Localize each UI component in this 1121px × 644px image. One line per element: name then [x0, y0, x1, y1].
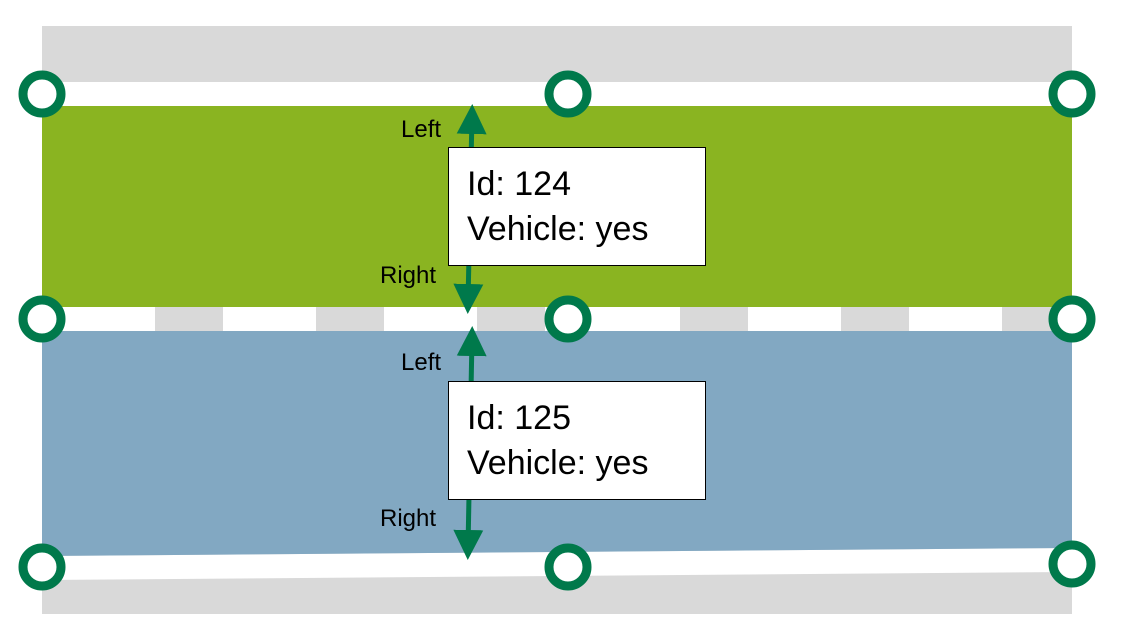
lane-125-info-box[interactable]: Id: 125 Vehicle: yes — [448, 381, 706, 500]
lane-125-id: Id: 125 — [467, 399, 571, 437]
center-dashes — [155, 307, 1072, 331]
nodes — [18, 70, 1096, 591]
ring-node-icon[interactable] — [18, 295, 66, 343]
lane-125-vehicle: Vehicle: yes — [467, 444, 649, 482]
ring-node-icon[interactable] — [18, 70, 66, 118]
ring-node-icon[interactable] — [544, 70, 592, 118]
lane-125-right-label: Right — [380, 505, 437, 532]
lane-124-id: Id: 124 — [467, 165, 571, 203]
dash — [841, 307, 909, 331]
ring-node-icon[interactable] — [1048, 295, 1096, 343]
lane-124-info-box[interactable]: Id: 124 Vehicle: yes — [448, 147, 706, 266]
ring-node-icon[interactable] — [544, 543, 592, 591]
lane-125-left-label: Left — [401, 349, 442, 376]
lane-124-left-label: Left — [401, 116, 442, 143]
ring-node-icon[interactable] — [1048, 540, 1096, 588]
dash — [680, 307, 748, 331]
ring-node-icon[interactable] — [18, 543, 66, 591]
dash — [155, 307, 223, 331]
ring-node-icon[interactable] — [1048, 70, 1096, 118]
ring-node-icon[interactable] — [544, 295, 592, 343]
lane-124-right-label: Right — [380, 262, 437, 289]
lane-124-vehicle: Vehicle: yes — [467, 210, 649, 248]
dash — [477, 307, 545, 331]
dash — [316, 307, 384, 331]
